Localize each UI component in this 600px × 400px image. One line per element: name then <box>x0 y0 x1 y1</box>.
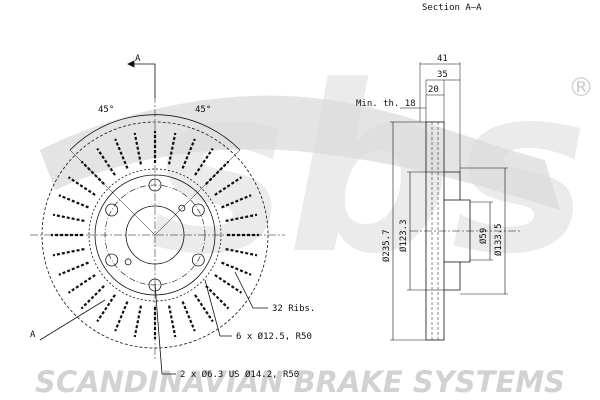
watermark-registered-mark: ® <box>568 73 594 103</box>
cooling-rib <box>225 247 258 257</box>
section-title: Section A–A <box>422 3 482 13</box>
min-thickness-label: Min. th. 18 <box>356 99 416 109</box>
dim-41-label: 41 <box>437 54 448 64</box>
cooling-rib <box>167 305 177 338</box>
angle-leg-left <box>69 149 156 236</box>
friction-inner-edge <box>88 168 222 302</box>
cooling-rib <box>96 294 116 323</box>
watermark-logo-swoosh <box>40 95 560 210</box>
cooling-rib <box>167 132 177 165</box>
bolt-hole <box>191 203 205 217</box>
cooling-rib <box>133 305 143 338</box>
cooling-rib <box>80 285 105 310</box>
locating-pin-hole <box>124 258 132 266</box>
section-cut-bottom <box>39 299 106 341</box>
dim-20-label: 20 <box>428 85 439 95</box>
dia-235-label: Ø235.7 <box>381 229 392 262</box>
watermark: sbs ® SCANDINAVIAN BRAKE SYSTEMS <box>35 38 594 399</box>
section-mark-top: A <box>135 54 141 64</box>
cooling-rib <box>114 301 129 332</box>
ribs-note: 32 Ribs. <box>272 304 315 314</box>
cooling-rib <box>194 147 214 176</box>
cooling-rib <box>194 294 214 323</box>
watermark-company-name: SCANDINAVIAN BRAKE SYSTEMS <box>35 365 565 399</box>
cooling-rib <box>214 274 243 294</box>
cooling-ribs <box>51 131 259 339</box>
cooling-rib <box>58 261 89 276</box>
cooling-rib <box>221 194 252 209</box>
dim-35-label: 35 <box>437 70 448 80</box>
bolt-hole <box>191 253 205 267</box>
bolt-hole <box>105 203 119 217</box>
cooling-rib <box>52 247 85 257</box>
ribs-leader <box>234 271 268 309</box>
dia-133-label: Ø133.5 <box>493 223 504 256</box>
cooling-rib <box>205 285 230 310</box>
locating-pin-hole <box>178 204 186 212</box>
cooling-rib <box>52 213 85 223</box>
holes-note: 6 x Ø12.5, R50 <box>236 331 312 342</box>
cooling-rib <box>214 176 243 196</box>
dia-123-label: Ø123.3 <box>398 219 409 252</box>
cooling-rib <box>58 194 89 209</box>
cooling-rib <box>181 301 196 332</box>
pins-note: 2 x Ø6.3 US Ø14.2, R50 <box>180 369 299 380</box>
cooling-rib <box>114 138 129 169</box>
section-cut-top <box>134 63 156 98</box>
cooling-rib <box>225 213 258 223</box>
pins-leader <box>154 283 176 375</box>
section-view <box>390 62 520 341</box>
angle-right-label: 45° <box>195 105 211 115</box>
cooling-rib <box>96 147 116 176</box>
angle-leg-right <box>154 149 241 236</box>
dia-59-label: Ø59 <box>478 228 489 244</box>
cooling-rib <box>67 274 96 294</box>
bolt-hole <box>105 253 119 267</box>
angle-left-label: 45° <box>98 105 114 115</box>
front-view <box>30 60 285 375</box>
angle-arc <box>69 114 241 151</box>
watermark-logo-text: sbs <box>150 38 588 305</box>
section-mark-bottom: A <box>30 330 36 340</box>
section-arrow-top <box>127 60 135 68</box>
cooling-rib <box>67 176 96 196</box>
cooling-rib <box>181 138 196 169</box>
cooling-rib <box>133 132 143 165</box>
cooling-rib <box>221 261 252 276</box>
holes-leader <box>204 279 232 337</box>
